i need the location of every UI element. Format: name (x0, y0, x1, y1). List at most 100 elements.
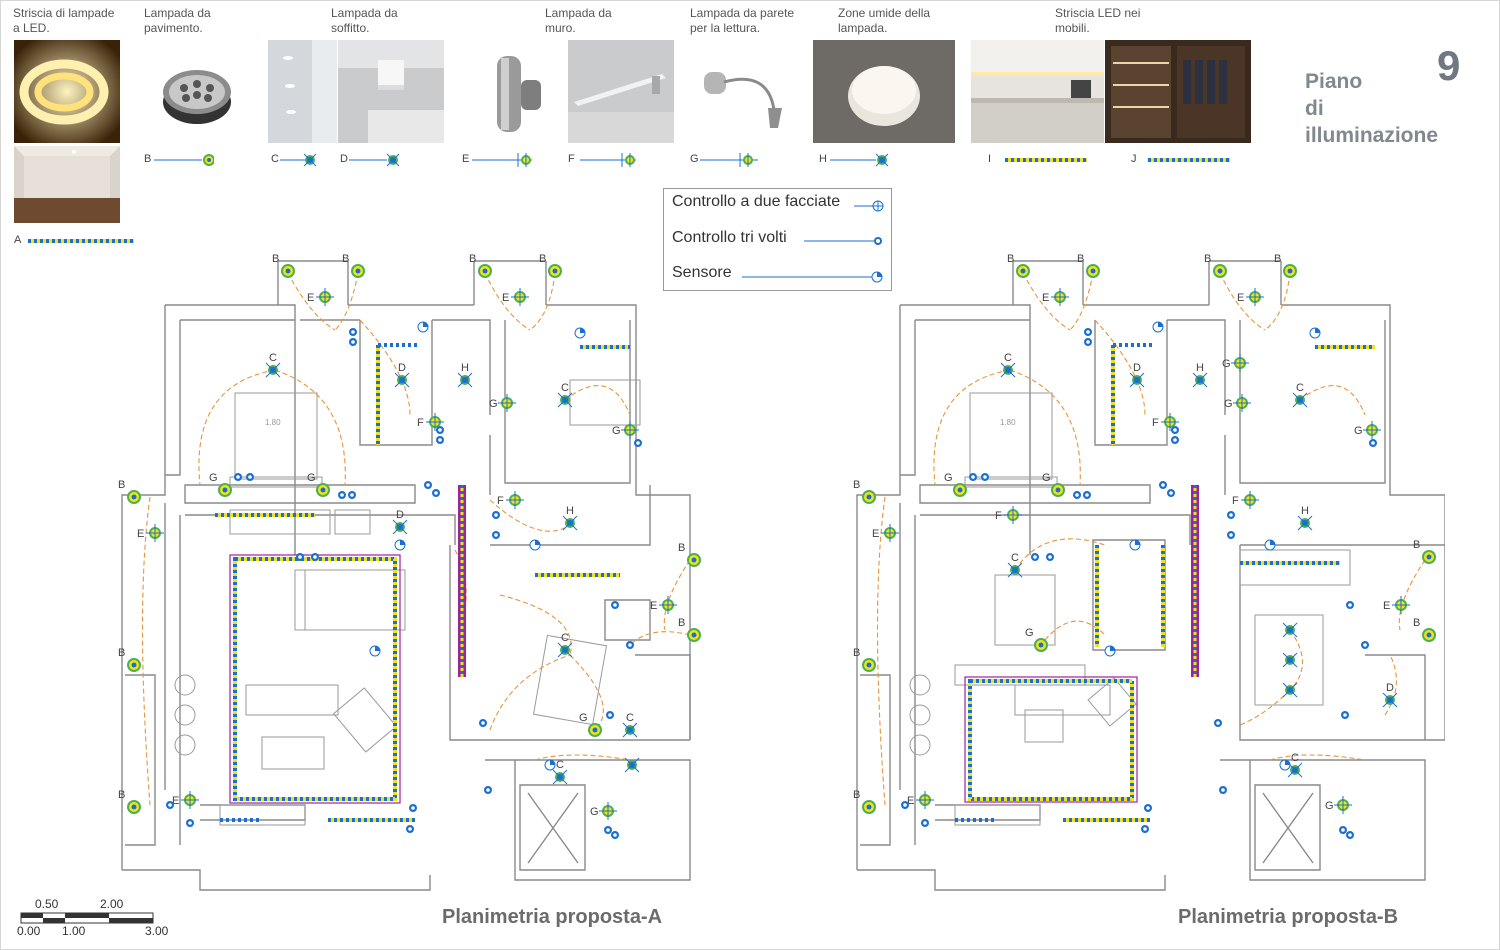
lamp-tag: F (497, 495, 504, 507)
plan-b-title: Planimetria proposta-B (1178, 906, 1399, 928)
sensor-symbol (417, 321, 429, 333)
ceiling-lamp-c-symbol (280, 153, 317, 167)
ceiling-lamp-symbol (624, 757, 640, 773)
switch-symbol (484, 786, 492, 794)
lamp-tag: G (1354, 425, 1363, 437)
wall-lamp-symbol: E (307, 288, 334, 306)
lamp-tag: B (118, 647, 125, 659)
symbol-letter: H (819, 153, 827, 165)
plan-b-wiring (876, 272, 1426, 806)
switch-symbol (1046, 553, 1054, 561)
ceiling-lamp-symbol: C (552, 759, 568, 785)
switch-symbol (1341, 711, 1349, 719)
sheet-title-line: illuminazione (1305, 124, 1439, 147)
floor-lamp-symbol: B (678, 542, 701, 567)
wall-lamp-symbol: E (172, 791, 199, 809)
switch-symbol (1167, 489, 1175, 497)
legend-label-line: Striscia di lampade (13, 6, 115, 20)
switch-symbol (1144, 804, 1152, 812)
lamp-tag: B (118, 479, 125, 491)
switch-symbol (406, 825, 414, 833)
scale-label: 3.00 (145, 924, 169, 938)
lamp-tag: E (1237, 292, 1244, 304)
legend-label-line: lampada. (838, 21, 888, 35)
sheet-title: Piano di illuminazione (1305, 68, 1475, 149)
switch-symbol (436, 426, 444, 434)
symbol-letter: E (462, 153, 470, 165)
floor-lamp-symbol: B (678, 617, 701, 642)
legend-label-line: a LED. (13, 21, 50, 35)
wall-lamp-symbol: G (1325, 796, 1352, 814)
wall-lamp-symbol: G (612, 421, 639, 439)
ceiling-lamp-symbol: H (1192, 362, 1208, 388)
wet-area-lamp-icon (813, 40, 955, 143)
floor-lamp-symbol: G (1025, 627, 1048, 652)
switch-symbol (626, 641, 634, 649)
wall-lamp-symbol: E (137, 524, 164, 542)
lamp-tag: B (678, 542, 685, 554)
ceiling-lamp-symbol: C (265, 352, 281, 378)
switch-symbol (1227, 531, 1235, 539)
switch-symbol (311, 553, 319, 561)
wall-lamp-symbol: E (502, 288, 529, 306)
floor-lamp-symbol: B (342, 253, 365, 278)
sensor-symbol (529, 539, 541, 551)
switch-symbol (981, 473, 989, 481)
lamp-tag: H (566, 505, 574, 517)
wall-lamp-f-symbol (580, 153, 636, 167)
switch-symbol (492, 531, 500, 539)
lamp-tag: B (1413, 539, 1420, 551)
lamp-tag: E (1042, 292, 1049, 304)
switch-symbol (479, 719, 487, 727)
ceiling-lamp-symbol: D (394, 362, 410, 388)
switch-symbol (1369, 439, 1377, 447)
ceiling-lamp-symbol: D (1382, 682, 1398, 708)
lamp-tag: F (995, 510, 1002, 522)
floor-plan-a: 1.80 (118, 253, 701, 891)
wall-lamp-symbol: E (1237, 288, 1264, 306)
lamp-tag: E (872, 528, 879, 540)
ceiling-lamp-symbol: H (457, 362, 473, 388)
furniture-led-i-symbol (1005, 158, 1087, 162)
switch-symbol (1346, 831, 1354, 839)
switch-symbol (604, 826, 612, 834)
lamp-tag: G (579, 712, 588, 724)
switch-symbol (348, 491, 356, 499)
floor-lamp-symbol: B (469, 253, 492, 278)
wardrobe-led-photo (1105, 40, 1251, 143)
lamp-tag: G (489, 398, 498, 410)
scale-label: 0.00 (17, 924, 41, 938)
wall-lamp-symbol: F (1232, 491, 1259, 509)
switch-symbol (1361, 641, 1369, 649)
switch-symbol (969, 473, 977, 481)
floor-lamp-symbol: B (1274, 253, 1297, 278)
plan-b-led-perimeter (955, 343, 1375, 822)
switch-symbol (409, 804, 417, 812)
sensor-symbol (574, 327, 586, 339)
lamp-tag: E (172, 795, 179, 807)
ceiling-lamp-symbol: C (557, 382, 573, 408)
floor-lamp-symbol: G (1042, 472, 1065, 497)
plan-b-walls (856, 260, 1445, 891)
bed-dimension: 1.80 (265, 418, 281, 427)
lamp-tag: B (678, 617, 685, 629)
floor-lamp-symbol: B (272, 253, 295, 278)
lamp-tag: B (469, 253, 476, 265)
lamp-tag: C (269, 352, 277, 364)
ceiling-lamp-symbol: C (622, 712, 638, 738)
legend-label-line: pavimento. (144, 21, 203, 35)
switch-symbol (349, 338, 357, 346)
legend-label-line: Lampada da (545, 6, 612, 20)
switch-symbol (611, 831, 619, 839)
floor-plan-b: 1.80 (853, 253, 1445, 891)
ceiling-lamp-symbol (1282, 652, 1298, 668)
lamp-tag: G (1222, 358, 1231, 370)
plan-a-walls (121, 260, 691, 891)
lamp-tag: C (561, 632, 569, 644)
floor-lamp-symbol: G (209, 472, 232, 497)
lamp-tag: H (1196, 362, 1204, 374)
ceiling-lamp-symbol: H (562, 505, 578, 531)
floor-lamp-symbol: B (118, 479, 141, 504)
floor-lamp-symbol: G (307, 472, 330, 497)
